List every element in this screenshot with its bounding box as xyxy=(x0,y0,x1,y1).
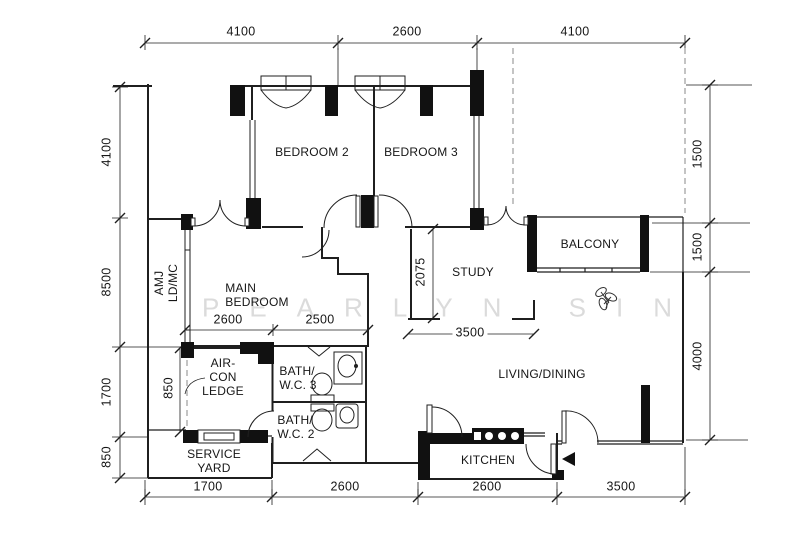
room-label-bath-wc2: BATH/ W.C. 2 xyxy=(277,412,315,441)
room-label-kitchen: KITCHEN xyxy=(460,452,516,467)
dim-top-1: 4100 xyxy=(226,24,256,39)
columns xyxy=(181,70,650,480)
dim-main-bedroom-left: 2600 xyxy=(213,312,243,327)
sink-icon xyxy=(333,351,363,385)
room-label-bath-wc3: BATH/ W.C. 3 xyxy=(279,363,317,392)
dim-left-4: 850 xyxy=(99,446,114,468)
room-label-living-dining: LIVING/DINING xyxy=(498,366,586,381)
dim-right-3: 4000 xyxy=(690,341,705,371)
thin-walls xyxy=(148,216,684,445)
plant-icon xyxy=(595,287,618,311)
watermark: PEARLYN SIN xyxy=(202,292,703,323)
room-label-study: STUDY xyxy=(452,264,494,279)
toilet-icon-2 xyxy=(310,403,335,432)
dim-left-1: 4100 xyxy=(99,137,114,167)
shower-icon-2 xyxy=(307,346,331,357)
dim-bottom-3: 2600 xyxy=(472,479,502,494)
dim-study-depth: 2075 xyxy=(413,257,428,287)
dim-study-width: 3500 xyxy=(452,325,488,341)
dim-top-2: 2600 xyxy=(392,24,422,39)
dim-bottom-1: 1700 xyxy=(193,479,223,494)
dim-left-2: 8500 xyxy=(99,267,114,297)
fixtures xyxy=(302,346,363,462)
toilet-icon xyxy=(310,372,335,403)
entry-arrow-icon xyxy=(562,452,575,466)
room-label-bedroom-3: BEDROOM 3 xyxy=(384,144,458,159)
stove-icon xyxy=(472,428,524,444)
doors xyxy=(190,194,599,475)
room-label-bedroom-2: BEDROOM 2 xyxy=(275,144,349,159)
room-label-main-bedroom: MAIN BEDROOM xyxy=(225,280,289,309)
room-label-service-yard: SERVICE YARD xyxy=(187,446,241,475)
room-label-balcony: BALCONY xyxy=(560,236,620,251)
dashed-lines xyxy=(186,48,686,437)
shower-icon xyxy=(302,448,332,462)
dim-aircon-depth: 850 xyxy=(161,377,176,399)
room-label-air-con-ledge: AIR- CON LEDGE xyxy=(202,355,244,399)
dim-bottom-2: 2600 xyxy=(330,479,360,494)
room-label-amj-shaft: AMJ LD/MC xyxy=(151,263,180,303)
dim-left-3: 1700 xyxy=(99,377,114,407)
windows xyxy=(184,75,480,444)
dim-right-2: 1500 xyxy=(690,232,705,262)
dim-right-1: 1500 xyxy=(690,139,705,169)
dim-top-3: 4100 xyxy=(560,24,590,39)
service-window-icon xyxy=(197,429,241,444)
dim-bottom-4: 3500 xyxy=(606,479,636,494)
dim-main-bedroom-right: 2500 xyxy=(305,312,335,327)
walls xyxy=(113,84,684,480)
sink-icon-2 xyxy=(335,403,359,429)
